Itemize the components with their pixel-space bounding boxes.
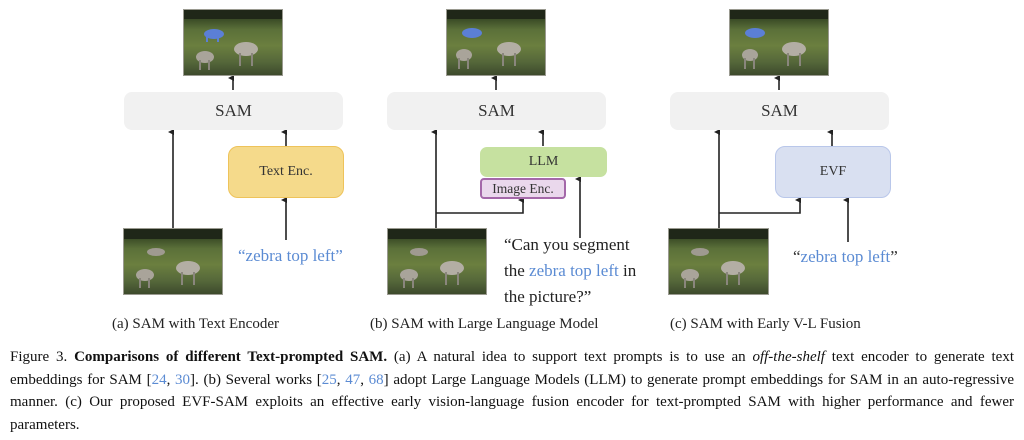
- subcaption-b: (b) SAM with Large Language Model: [370, 316, 599, 332]
- caption-text: text encoder to generate text embeddings…: [10, 349, 1015, 388]
- figure-caption: Figure 3. Comparisons of different Text-…: [10, 349, 1015, 433]
- subcaption-a: (a) SAM with Text Encoder: [112, 316, 279, 332]
- citation-link[interactable]: 25: [321, 371, 337, 388]
- question-highlight: zebra top left: [529, 261, 619, 280]
- caption-text: ]. (b) Several works [: [190, 371, 322, 388]
- sam-box-a: SAM: [124, 92, 343, 130]
- sam-label: SAM: [761, 101, 798, 120]
- connector-arrows: [168, 75, 849, 242]
- subcaption-c: (c) SAM with Early V-L Fusion: [670, 316, 861, 332]
- close-quote: ”: [890, 247, 898, 266]
- caption-text: (a) A natural idea to support text promp…: [387, 349, 753, 365]
- citation-link[interactable]: 47: [345, 371, 361, 388]
- question-prefix: “Can you segment the: [504, 235, 630, 280]
- close-quote: ”: [335, 246, 343, 265]
- segmented-zebra-mask: [745, 28, 765, 38]
- text-encoder-label: Text Enc.: [259, 164, 313, 179]
- llm-box: LLM: [480, 147, 607, 177]
- caption-italic: off-the-shelf: [752, 349, 825, 365]
- image-encoder-label: Image Enc.: [492, 180, 554, 196]
- open-quote: “: [238, 246, 246, 265]
- prompt-text: zebra top left: [800, 247, 891, 266]
- text-prompt-c: “zebra top left”: [793, 247, 898, 267]
- sam-box-c: SAM: [670, 92, 889, 130]
- text-prompt-a: “zebra top left”: [238, 246, 343, 266]
- arrow-image-to-evf-c: [719, 197, 801, 214]
- sam-label: SAM: [478, 101, 515, 120]
- caption-label: Figure 3.: [10, 349, 68, 365]
- question-suffix: in the picture?”: [504, 261, 637, 306]
- question-prompt-b: “Can you segment the zebra top left in t…: [504, 232, 654, 310]
- input-image-b: [387, 228, 487, 295]
- llm-label: LLM: [528, 154, 559, 169]
- arrow-image-to-imageenc-b: [436, 197, 524, 214]
- output-image-c: [729, 9, 829, 76]
- image-encoder-box: Image Enc.: [480, 178, 566, 199]
- sam-box-b: SAM: [387, 92, 606, 130]
- sam-label: SAM: [215, 101, 252, 120]
- citation-link[interactable]: 24: [151, 371, 167, 388]
- evf-box: EVF: [775, 146, 891, 198]
- input-image-a: [123, 228, 223, 295]
- open-quote: “: [793, 247, 801, 266]
- caption-title: Comparisons of different Text-prompted S…: [74, 349, 388, 365]
- citation-link[interactable]: 68: [368, 371, 384, 388]
- text-encoder-box: Text Enc.: [228, 146, 344, 198]
- output-image-a: [183, 9, 283, 76]
- caption-text: ] adopt Large Language Models (LLM) to g…: [10, 371, 1015, 433]
- input-image-c: [668, 228, 769, 295]
- evf-label: EVF: [819, 164, 847, 179]
- citation-link[interactable]: 30: [175, 371, 191, 388]
- output-image-b: [446, 9, 546, 76]
- prompt-text: zebra top left: [245, 246, 336, 265]
- segmented-zebra-mask: [462, 28, 482, 38]
